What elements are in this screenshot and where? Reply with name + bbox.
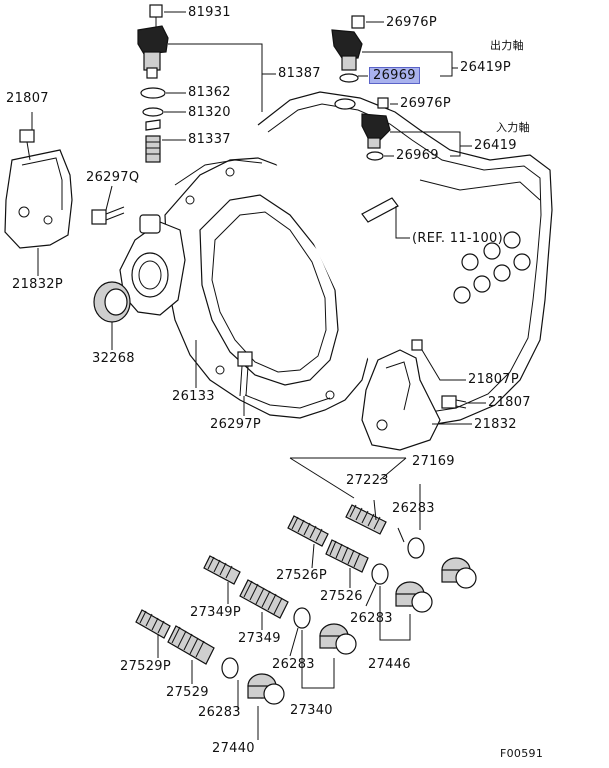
spring-27529P[interactable] <box>135 609 171 639</box>
group-line-b <box>379 457 407 481</box>
label-26297P[interactable]: 26297P <box>210 417 261 432</box>
label-26969-mid[interactable]: 26969 <box>396 148 439 163</box>
spring-27526P[interactable] <box>287 515 329 547</box>
label-output-shaft: 出力軸 <box>490 39 524 52</box>
label-27526P[interactable]: 27526P <box>276 568 327 583</box>
leader-27223 <box>373 499 377 521</box>
label-21807-right[interactable]: 21807 <box>488 395 531 410</box>
label-32268[interactable]: 32268 <box>92 351 135 366</box>
label-26419[interactable]: 26419 <box>474 138 517 153</box>
label-27223[interactable]: 27223 <box>346 473 389 488</box>
label-27340[interactable]: 27340 <box>290 703 333 718</box>
leader-26297Q <box>105 185 113 211</box>
o-ring-26283-a[interactable] <box>407 537 425 559</box>
label-ref[interactable]: (REF. 11-100) <box>412 231 503 246</box>
piston-27169[interactable] <box>441 557 477 589</box>
leader-81387 <box>168 43 276 75</box>
label-26976P-mid[interactable]: 26976P <box>400 96 451 111</box>
label-26283-b[interactable]: 26283 <box>350 611 393 626</box>
label-21832P[interactable]: 21832P <box>12 277 63 292</box>
label-26976P-top[interactable]: 26976P <box>386 15 437 30</box>
spring-27349P[interactable] <box>203 555 241 585</box>
piston-27440[interactable] <box>247 673 285 705</box>
bolt-26297P[interactable] <box>237 351 253 397</box>
bolt-26297Q[interactable] <box>91 206 125 225</box>
label-26969-highlighted[interactable]: 26969 <box>369 67 420 84</box>
label-27529[interactable]: 27529 <box>166 685 209 700</box>
leader-26283-b <box>365 583 377 607</box>
label-81931[interactable]: 81931 <box>188 5 231 20</box>
figure-code: F00591 <box>500 747 544 760</box>
label-input-shaft: 入力軸 <box>496 121 530 134</box>
output-speed-sensor[interactable] <box>331 15 365 83</box>
speed-sensor-81387[interactable] <box>137 4 169 163</box>
piston-27446[interactable] <box>395 581 433 613</box>
leader-26283-c <box>289 627 299 657</box>
label-27529P[interactable]: 27529P <box>120 659 171 674</box>
piston-27340[interactable] <box>319 623 357 655</box>
label-21832[interactable]: 21832 <box>474 417 517 432</box>
label-81337[interactable]: 81337 <box>188 132 231 147</box>
leader-26283-a <box>397 527 405 543</box>
label-81320[interactable]: 81320 <box>188 105 231 120</box>
label-26283-a[interactable]: 26283 <box>392 501 435 516</box>
oil-seal-32268[interactable] <box>93 281 131 323</box>
leader-21807P <box>421 349 466 381</box>
group-line-c <box>289 457 355 499</box>
leader-27526P <box>311 543 315 569</box>
label-27349P[interactable]: 27349P <box>190 605 241 620</box>
ref-pin[interactable] <box>361 197 399 223</box>
label-26283-c[interactable]: 26283 <box>272 657 315 672</box>
o-ring-26283-b[interactable] <box>371 563 389 585</box>
leader-26419P <box>362 51 458 69</box>
o-ring-26283-d[interactable] <box>221 657 239 679</box>
label-27169[interactable]: 27169 <box>412 454 455 469</box>
o-ring-26283-c[interactable] <box>293 607 311 629</box>
bracket-27446 <box>379 586 411 641</box>
rear-case[interactable] <box>257 91 553 426</box>
bracket-21832P[interactable] <box>4 129 73 249</box>
leader-26419b <box>450 146 461 157</box>
label-27446[interactable]: 27446 <box>368 657 411 672</box>
label-21807-left[interactable]: 21807 <box>6 91 49 106</box>
spring-27223[interactable] <box>345 504 387 535</box>
label-21807P[interactable]: 21807P <box>468 372 519 387</box>
label-26283-d[interactable]: 26283 <box>198 705 241 720</box>
bracket-21832[interactable] <box>361 339 467 451</box>
label-81387[interactable]: 81387 <box>278 66 321 81</box>
leader-26419 <box>390 131 472 147</box>
label-81362[interactable]: 81362 <box>188 85 231 100</box>
bracket-27340 <box>301 630 335 689</box>
input-speed-sensor[interactable] <box>334 97 391 161</box>
label-27440[interactable]: 27440 <box>212 741 255 756</box>
label-27349[interactable]: 27349 <box>238 631 281 646</box>
spring-27349[interactable] <box>239 579 289 619</box>
label-26297Q[interactable]: 26297Q <box>86 170 140 185</box>
spring-27529[interactable] <box>167 625 215 665</box>
label-27526[interactable]: 27526 <box>320 589 363 604</box>
label-26419P[interactable]: 26419P <box>460 60 511 75</box>
label-26133[interactable]: 26133 <box>172 389 215 404</box>
leader-26419P-b <box>440 68 453 77</box>
spring-27526[interactable] <box>325 539 369 573</box>
leader-ref <box>395 206 410 239</box>
